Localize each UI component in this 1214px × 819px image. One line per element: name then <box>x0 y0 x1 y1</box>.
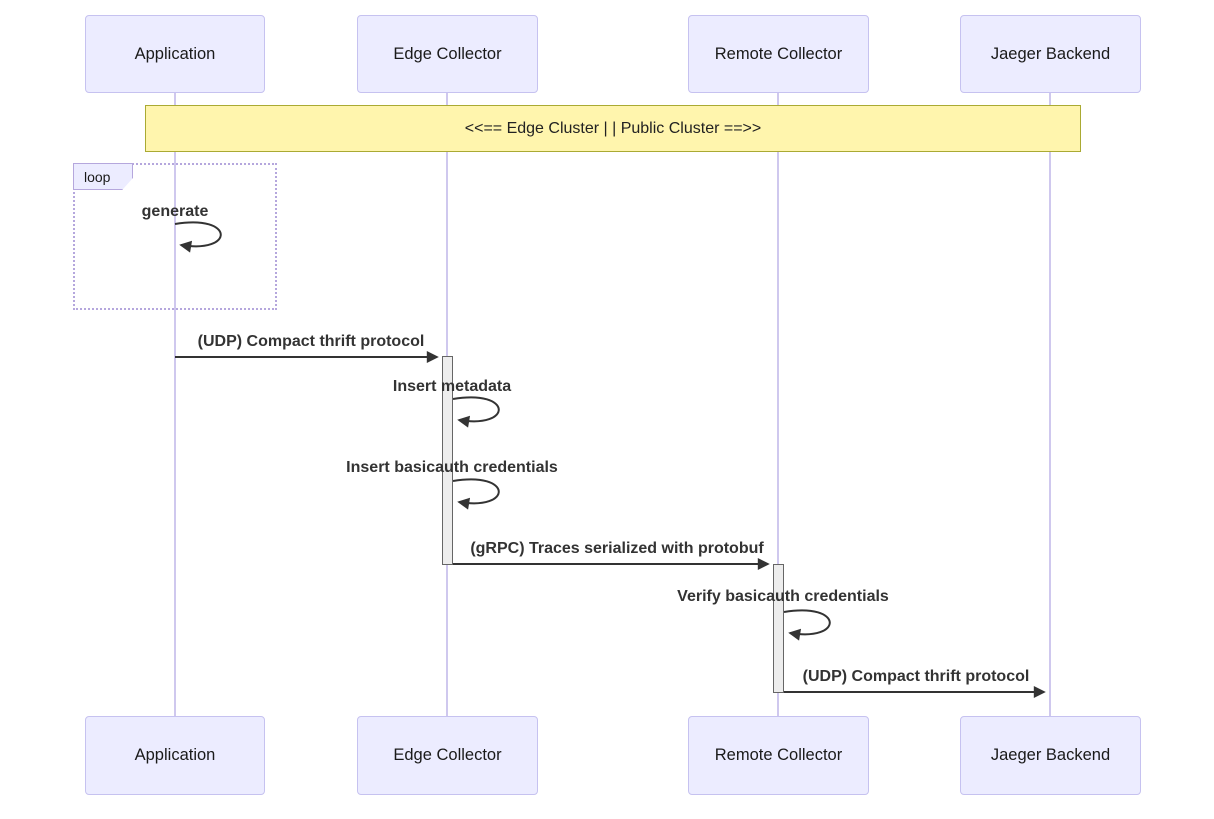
participant-label: Remote Collector <box>714 746 843 764</box>
participant-remote-collector-bottom: Remote Collector <box>688 716 869 795</box>
message-label-insert-metadata: Insert metadata <box>392 378 512 395</box>
participant-label: Jaeger Backend <box>990 746 1111 764</box>
participant-jaeger-backend-top: Jaeger Backend <box>960 15 1141 93</box>
participant-remote-collector-top: Remote Collector <box>688 15 869 93</box>
note-cluster-banner: <<== Edge Cluster | | Public Cluster ==>… <box>145 105 1081 152</box>
loop-frame <box>73 163 277 310</box>
loop-label-tag: loop <box>73 163 133 190</box>
activation-bar-remote-collector <box>773 564 784 693</box>
loop-label-text: loop <box>84 168 111 185</box>
message-label-udp-1: (UDP) Compact thrift protocol <box>197 333 425 350</box>
message-label-verify-basicauth: Verify basicauth credentials <box>677 588 889 605</box>
participant-label: Edge Collector <box>393 746 502 764</box>
self-arrow-insert-metadata <box>452 396 500 428</box>
message-label-generate: generate <box>141 203 209 220</box>
message-label-insert-basicauth: Insert basicauth credentials <box>346 459 558 476</box>
participant-label: Application <box>134 44 216 63</box>
activation-bar-edge-collector <box>442 356 453 565</box>
message-label-grpc: (gRPC) Traces serialized with protobuf <box>470 540 764 557</box>
message-label-udp-2: (UDP) Compact thrift protocol <box>802 668 1030 685</box>
participant-edge-collector-bottom: Edge Collector <box>357 716 538 795</box>
participant-jaeger-backend-bottom: Jaeger Backend <box>960 716 1141 795</box>
participant-application-top: Application <box>85 15 265 93</box>
participant-label: Edge Collector <box>393 44 502 63</box>
self-arrow-insert-basicauth <box>452 478 500 510</box>
participant-label: Jaeger Backend <box>990 44 1111 63</box>
self-arrow-verify-basicauth <box>783 609 831 641</box>
participant-label: Application <box>134 746 216 764</box>
participant-label: Remote Collector <box>714 44 843 63</box>
participant-application-bottom: Application <box>85 716 265 795</box>
note-text: <<== Edge Cluster | | Public Cluster ==>… <box>464 119 762 137</box>
participant-edge-collector-top: Edge Collector <box>357 15 538 93</box>
self-arrow-generate <box>174 221 222 253</box>
